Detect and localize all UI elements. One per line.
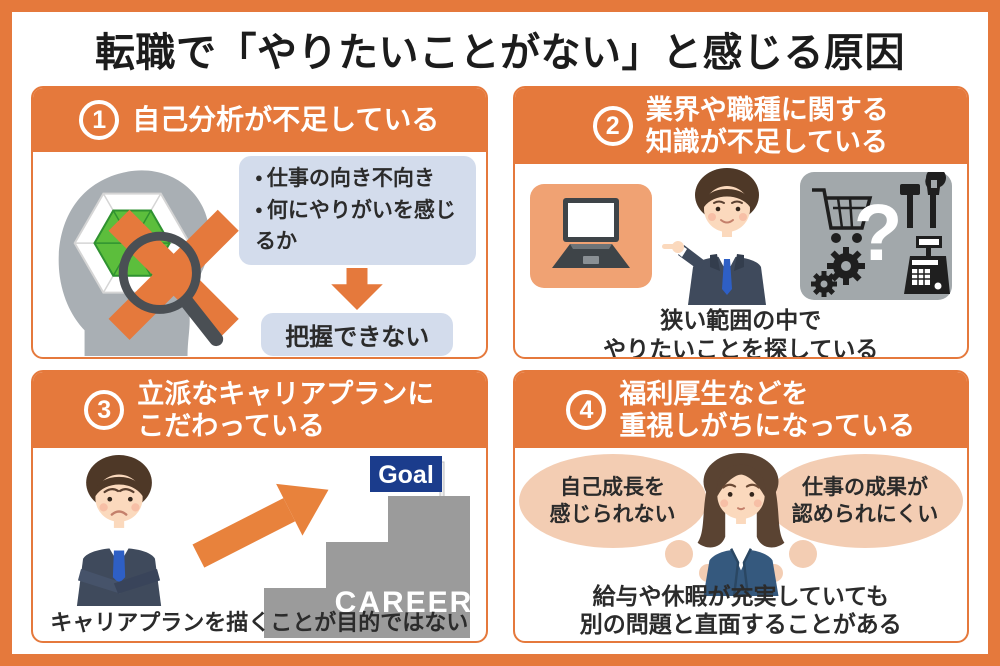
- panel-1-self-analysis: 1 自己分析が不足している: [31, 86, 488, 359]
- career-label: CAREER: [334, 586, 473, 619]
- number-badge-4: 4: [566, 390, 607, 430]
- thought-bubble-left: 自己成長を 感じられない: [518, 454, 707, 548]
- panel-2-illustration-row: ?: [515, 168, 968, 305]
- thought-bubble-right: 仕事の成果が 認められにくい: [767, 454, 963, 548]
- self-analysis-illustration: [58, 170, 239, 356]
- up-arrow-icon: [192, 483, 329, 568]
- question-mark: ?: [853, 188, 902, 277]
- worried-businessman-illustration: [76, 455, 162, 606]
- panel-2-knowledge: 2 業界や職種に関する 知識が不足している: [512, 86, 969, 359]
- cart-icon: [811, 188, 873, 243]
- crossed-arms: [77, 569, 161, 594]
- gears-icon: [810, 247, 865, 297]
- bullet-item: 何にやりがいを感じるか: [255, 195, 460, 258]
- page-title: 転職で「やりたいことがない」と感じる原因: [95, 31, 905, 75]
- panel-2-title: 業界や職種に関する 知識が不足している: [645, 94, 889, 157]
- panel-3-caption: キャリアプランを描くことが目的ではない: [50, 610, 469, 635]
- title-bar: 転職で「やりたいことがない」と感じる原因: [12, 12, 988, 86]
- thought-dot: [789, 540, 817, 568]
- laptop-tile: [529, 184, 652, 288]
- hammer-wrench-icon: [899, 172, 946, 228]
- panel-4-body: 自己成長を 感じられない 仕事の成果が 認められにくい: [515, 448, 968, 641]
- stairs-shape: [263, 496, 470, 638]
- pointing-arm: [661, 241, 705, 271]
- panel-1-right-column: 仕事の向き不向き 何にやりがいを感じるか 把握できない: [239, 156, 476, 356]
- panel-1-body: 仕事の向き不向き 何にやりがいを感じるか 把握できない: [33, 152, 486, 357]
- panel-grid: 1 自己分析が不足している: [12, 86, 988, 643]
- industry-icons-tile: ?: [799, 172, 952, 300]
- worried-businesswoman-illustration: [697, 452, 785, 596]
- cash-register-icon: [903, 236, 950, 294]
- industry-icons: ?: [810, 172, 950, 297]
- goal-flag: [369, 456, 442, 492]
- thought-dot: [664, 540, 693, 568]
- number-badge-1: 1: [79, 100, 120, 140]
- laptop-icon: [551, 198, 630, 268]
- panel-1-title: 自己分析が不足している: [132, 103, 440, 135]
- bullet-box: 仕事の向き不向き 何にやりがいを感じるか: [239, 156, 476, 265]
- career-stairs-illustration: Goal CAREER: [263, 456, 473, 638]
- bullet-item: 仕事の向き不向き: [255, 163, 460, 195]
- number-badge-3: 3: [84, 390, 125, 430]
- panel-2-body: ?: [515, 164, 968, 359]
- panel-4-caption: 給与や休暇が充実していても 別の問題と直面することがある: [579, 582, 902, 637]
- magnifier-icon: [118, 231, 224, 347]
- panel-4-header: 4 福利厚生などを 重視しがちになっている: [514, 372, 967, 448]
- panel-3-body: Goal CAREER キャリアプランを描くことが目的ではない: [33, 448, 486, 641]
- panel-2-caption: 狭い範囲の中で やりたいことを探している: [603, 307, 879, 359]
- down-arrow-icon: [331, 267, 384, 310]
- panel-4-benefits: 4 福利厚生などを 重視しがちになっている 自己成長を 感じられない 仕事の成果…: [512, 370, 969, 643]
- panel-3-career-plan: 3 立派なキャリアプランに こだわっている: [31, 370, 488, 643]
- businessman-pointing-illustration: [661, 168, 766, 305]
- panel-3-header: 3 立派なキャリアプランに こだわっている: [33, 372, 486, 448]
- number-badge-2: 2: [592, 106, 633, 146]
- result-box: 把握できない: [261, 312, 454, 356]
- panel-2-header: 2 業界や職種に関する 知識が不足している: [514, 88, 967, 164]
- panel-4-title: 福利厚生などを 重視しがちになっている: [619, 378, 916, 441]
- goal-label: Goal: [378, 461, 434, 489]
- panel-3-title: 立派なキャリアプランに こだわっている: [137, 378, 435, 441]
- panel-1-header: 1 自己分析が不足している: [33, 88, 486, 152]
